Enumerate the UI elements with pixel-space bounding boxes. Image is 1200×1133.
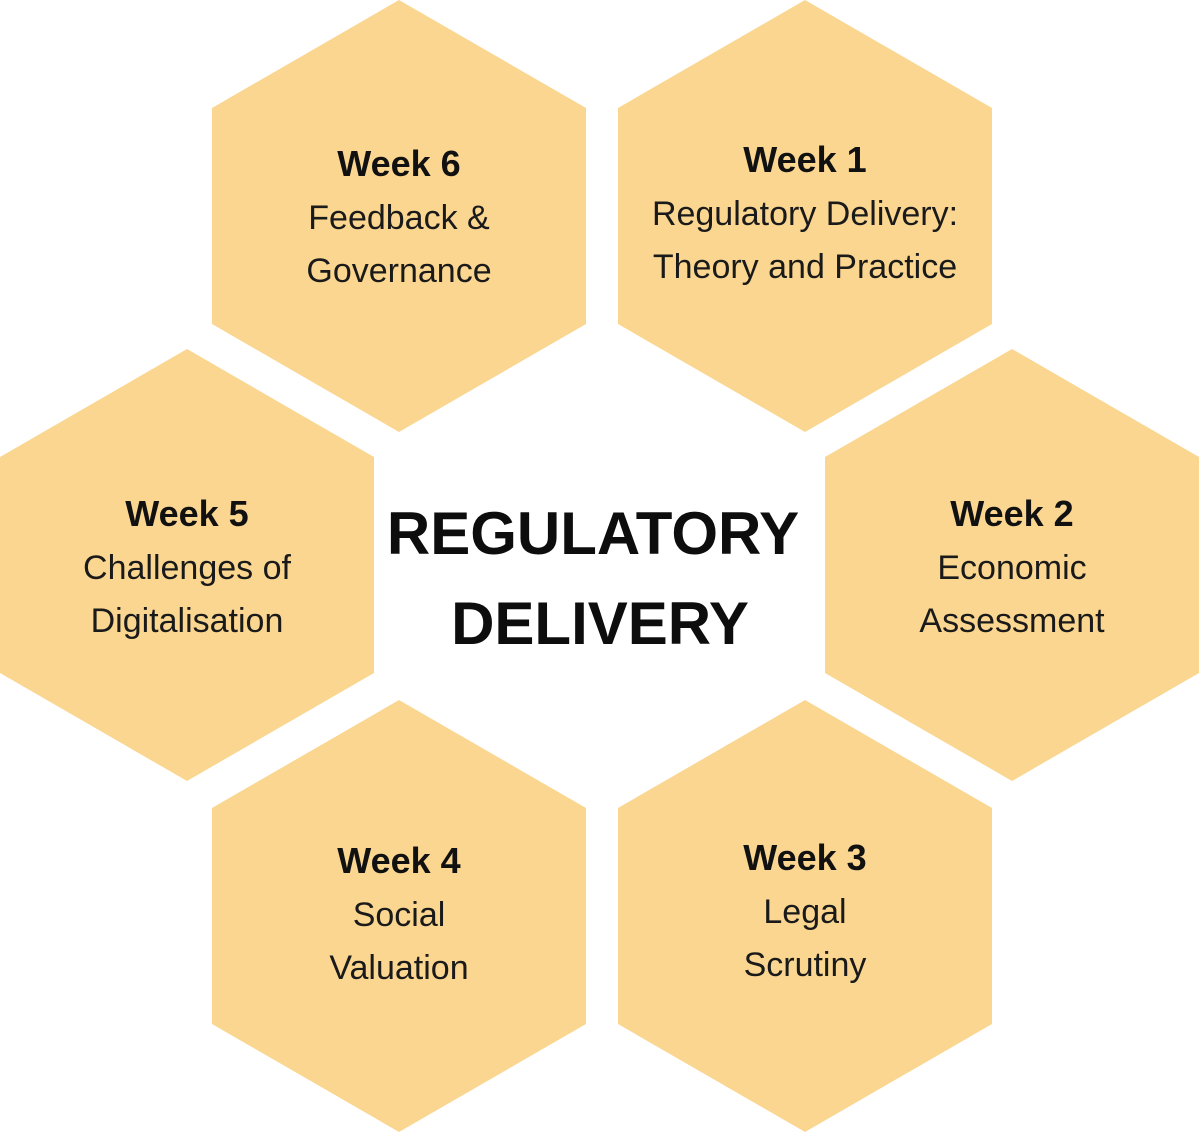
week-1-title: Week 1	[743, 139, 866, 180]
week-2-topic-line-1: Economic	[937, 549, 1086, 587]
week-4-title: Week 4	[337, 840, 460, 881]
hexagon-shape	[618, 0, 992, 432]
hexagon-shape	[0, 349, 374, 781]
week-5-topic-line-2: Digitalisation	[91, 602, 284, 640]
week-6-topic-line-2: Governance	[306, 252, 491, 290]
week-1-topic-line-1: Regulatory Delivery:	[652, 195, 958, 233]
week-1-topic-line-2: Theory and Practice	[653, 248, 957, 286]
week-4-topic-line-2: Valuation	[329, 949, 468, 987]
hexagon-shape	[825, 349, 1199, 781]
week-4-topic-line-1: Social	[353, 896, 446, 934]
hex-week-4: Week 4 Social Valuation	[212, 700, 586, 1132]
week-3-topic-line-1: Legal	[763, 893, 846, 931]
week-6-title: Week 6	[337, 143, 460, 184]
hex-week-3: Week 3 Legal Scrutiny	[618, 700, 992, 1132]
week-3-title: Week 3	[743, 837, 866, 878]
week-2-title: Week 2	[950, 493, 1073, 534]
week-6-topic-line-1: Feedback &	[308, 199, 490, 237]
hexagon-shape	[618, 700, 992, 1132]
hex-week-6: Week 6 Feedback & Governance	[212, 0, 586, 432]
center-title-line-1: REGULATORY	[387, 500, 799, 567]
hex-week-1: Week 1 Regulatory Delivery: Theory and P…	[618, 0, 992, 432]
hexagon-shape	[212, 0, 586, 432]
week-5-topic-line-1: Challenges of	[83, 549, 291, 587]
center-label: REGULATORY DELIVERY	[387, 500, 799, 657]
week-3-topic-line-2: Scrutiny	[744, 946, 867, 984]
hexagon-shape	[212, 700, 586, 1132]
week-2-topic-line-2: Assessment	[919, 602, 1105, 640]
hex-week-5: Week 5 Challenges of Digitalisation	[0, 349, 374, 781]
hex-week-2: Week 2 Economic Assessment	[825, 349, 1199, 781]
center-title-line-2: DELIVERY	[451, 590, 749, 657]
week-5-title: Week 5	[125, 493, 248, 534]
